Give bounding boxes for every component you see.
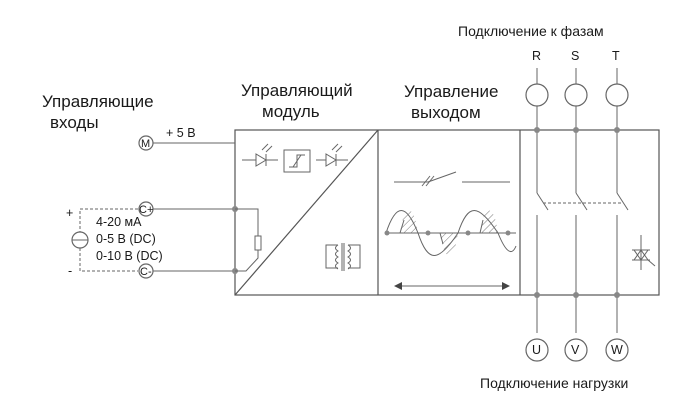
range-voltage-10: 0-10 В (DC) [96, 249, 163, 263]
thyristor-icon [632, 235, 656, 270]
load-label-v: V [571, 343, 580, 357]
terminal-m: M [138, 135, 154, 151]
output-control-title-1: Управление [404, 82, 499, 101]
signal-source [71, 208, 138, 272]
main-unit-box [234, 129, 660, 296]
control-module-title-2: модуль [262, 102, 320, 121]
schmitt-trigger-icon [283, 149, 311, 173]
load-connection-title: Подключение нагрузки [480, 375, 628, 391]
phase-column-s: S V [564, 49, 588, 362]
output-control-title-2: выходом [411, 103, 481, 122]
led-icon-left [242, 143, 278, 167]
supply-5v-label: + 5 В [166, 126, 196, 140]
load-label-u: U [532, 343, 541, 357]
load-label-w: W [611, 343, 623, 357]
transformer-icon [325, 243, 361, 271]
phase-column-r: R U [525, 49, 549, 362]
phase-column-t: T W [605, 49, 629, 362]
phase-label-s: S [571, 49, 579, 63]
control-module-title-1: Управляющий [241, 81, 353, 100]
control-inputs-title-1: Управляющие [42, 92, 154, 111]
range-current: 4-20 мА [96, 215, 142, 229]
phase-label-t: T [612, 49, 620, 63]
phase-waveform [384, 210, 517, 256]
phase-connection-title: Подключение к фазам [458, 23, 604, 39]
terminal-c-plus: C+ [138, 201, 154, 217]
shunt-resistor [254, 235, 262, 251]
control-inputs-title-2: входы [50, 113, 99, 132]
terminal-c-minus-label: C- [140, 266, 152, 278]
terminal-c-plus-label: C+ [139, 204, 153, 216]
minus-sign: - [68, 264, 72, 278]
plus-sign: + [66, 206, 73, 220]
terminal-m-label: M [141, 138, 150, 150]
phase-label-r: R [532, 49, 541, 63]
range-voltage-5: 0-5 В (DC) [96, 232, 156, 246]
switch-icon [394, 171, 510, 187]
adjust-arrow-icon [394, 282, 510, 290]
terminal-c-minus: C- [138, 263, 154, 279]
led-icon-right [316, 143, 348, 167]
